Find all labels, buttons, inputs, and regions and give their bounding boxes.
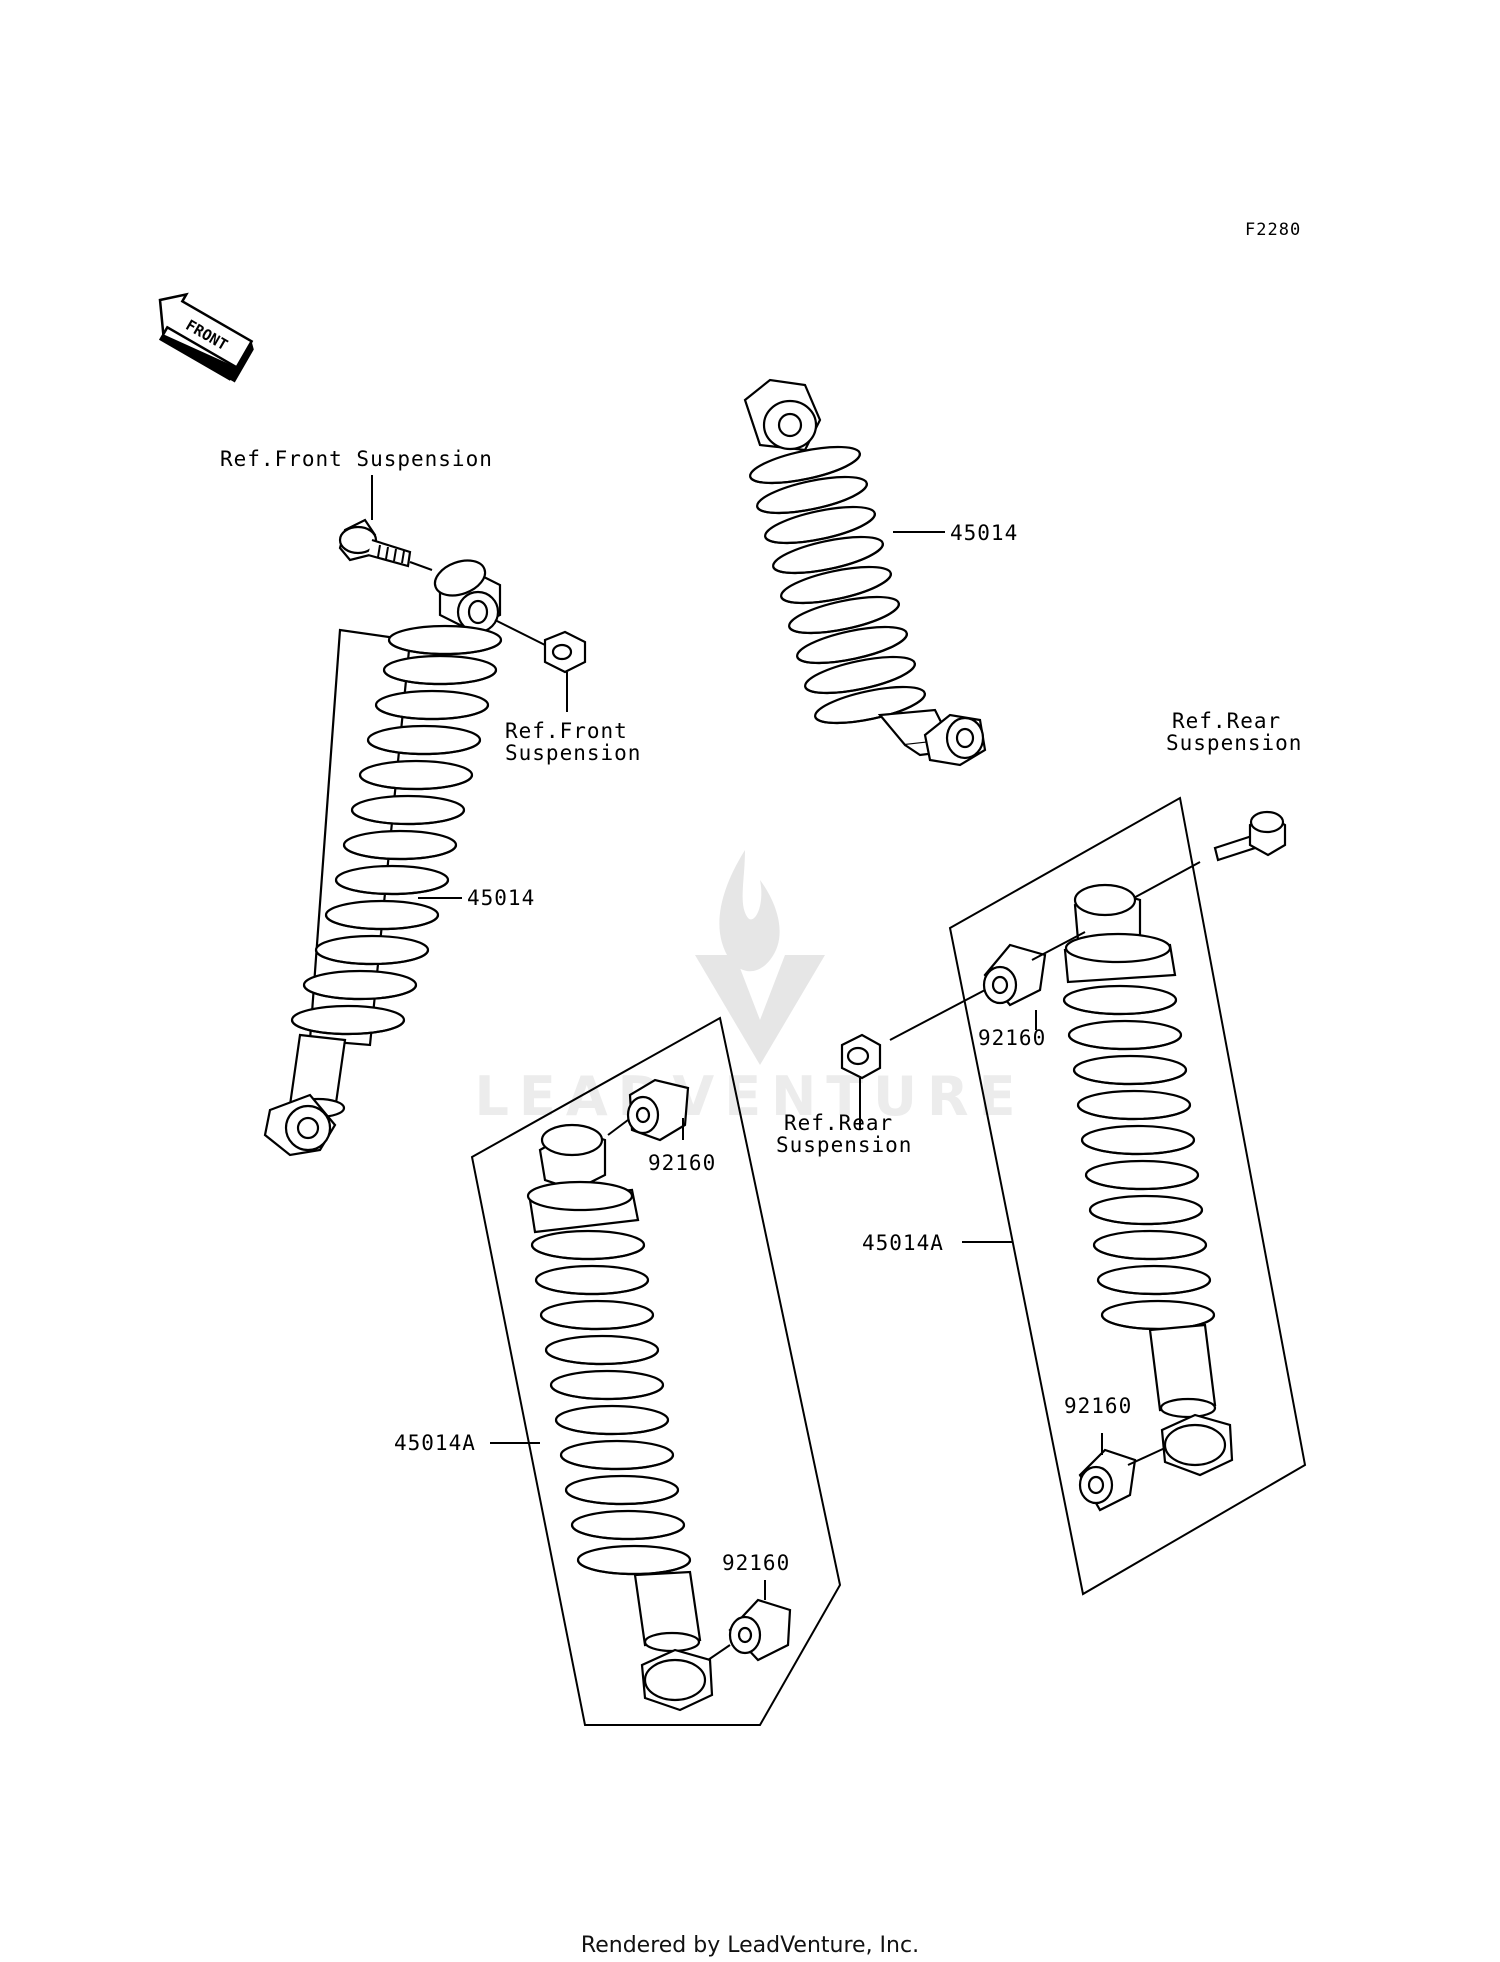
part-45014A-right-label: 45014A: [862, 1231, 944, 1255]
ref-rear-nut-label-2: Suspension: [776, 1133, 912, 1157]
rear-shock-left-assembly: [470, 1016, 842, 1726]
front-shock-top-eye: [433, 559, 502, 634]
bushing-92160-left-lower-label: 92160: [722, 1551, 790, 1575]
footer-credit: Rendered by LeadVenture, Inc.: [581, 1933, 919, 1958]
front-bolt: [338, 518, 412, 568]
part-45014A-left-label: 45014A: [394, 1431, 476, 1455]
ref-rear-top-label-2: Suspension: [1166, 731, 1302, 755]
shock-45014-top: [743, 378, 987, 767]
left-bushing-upper: [626, 1078, 690, 1142]
bushing-92160-right-upper-label: 92160: [978, 1026, 1046, 1050]
front-shock-left: [263, 518, 587, 1157]
watermark-logo: LEADVENTURE: [475, 850, 1026, 1128]
rear-bushing-lower: [1078, 1448, 1137, 1512]
watermark-text: LEADVENTURE: [475, 1065, 1026, 1128]
front-direction-badge: FRONT: [158, 292, 254, 383]
ref-front-nut-label-1: Ref.Front: [505, 719, 628, 743]
bushing-92160-left-upper-label: 92160: [648, 1151, 716, 1175]
ref-front-top-label: Ref.Front Suspension: [220, 447, 493, 471]
rear-nut: [840, 1033, 882, 1080]
bushing-92160-right-lower-label: 92160: [1064, 1394, 1132, 1418]
ref-front-nut-label-2: Suspension: [505, 741, 641, 765]
ref-rear-nut-label-1: Ref.Rear: [784, 1111, 893, 1135]
rear-shock-right-assembly: [840, 796, 1307, 1596]
ref-rear-top-label-1: Ref.Rear: [1172, 709, 1281, 733]
part-45014-left-label: 45014: [467, 886, 535, 910]
part-45014-top-label: 45014: [950, 521, 1018, 545]
rear-bushing-upper: [982, 943, 1047, 1007]
left-bushing-lower: [728, 1598, 792, 1662]
diagram-code: F2280: [1245, 220, 1301, 240]
front-nut: [543, 630, 587, 674]
rear-bolt: [1213, 810, 1287, 862]
